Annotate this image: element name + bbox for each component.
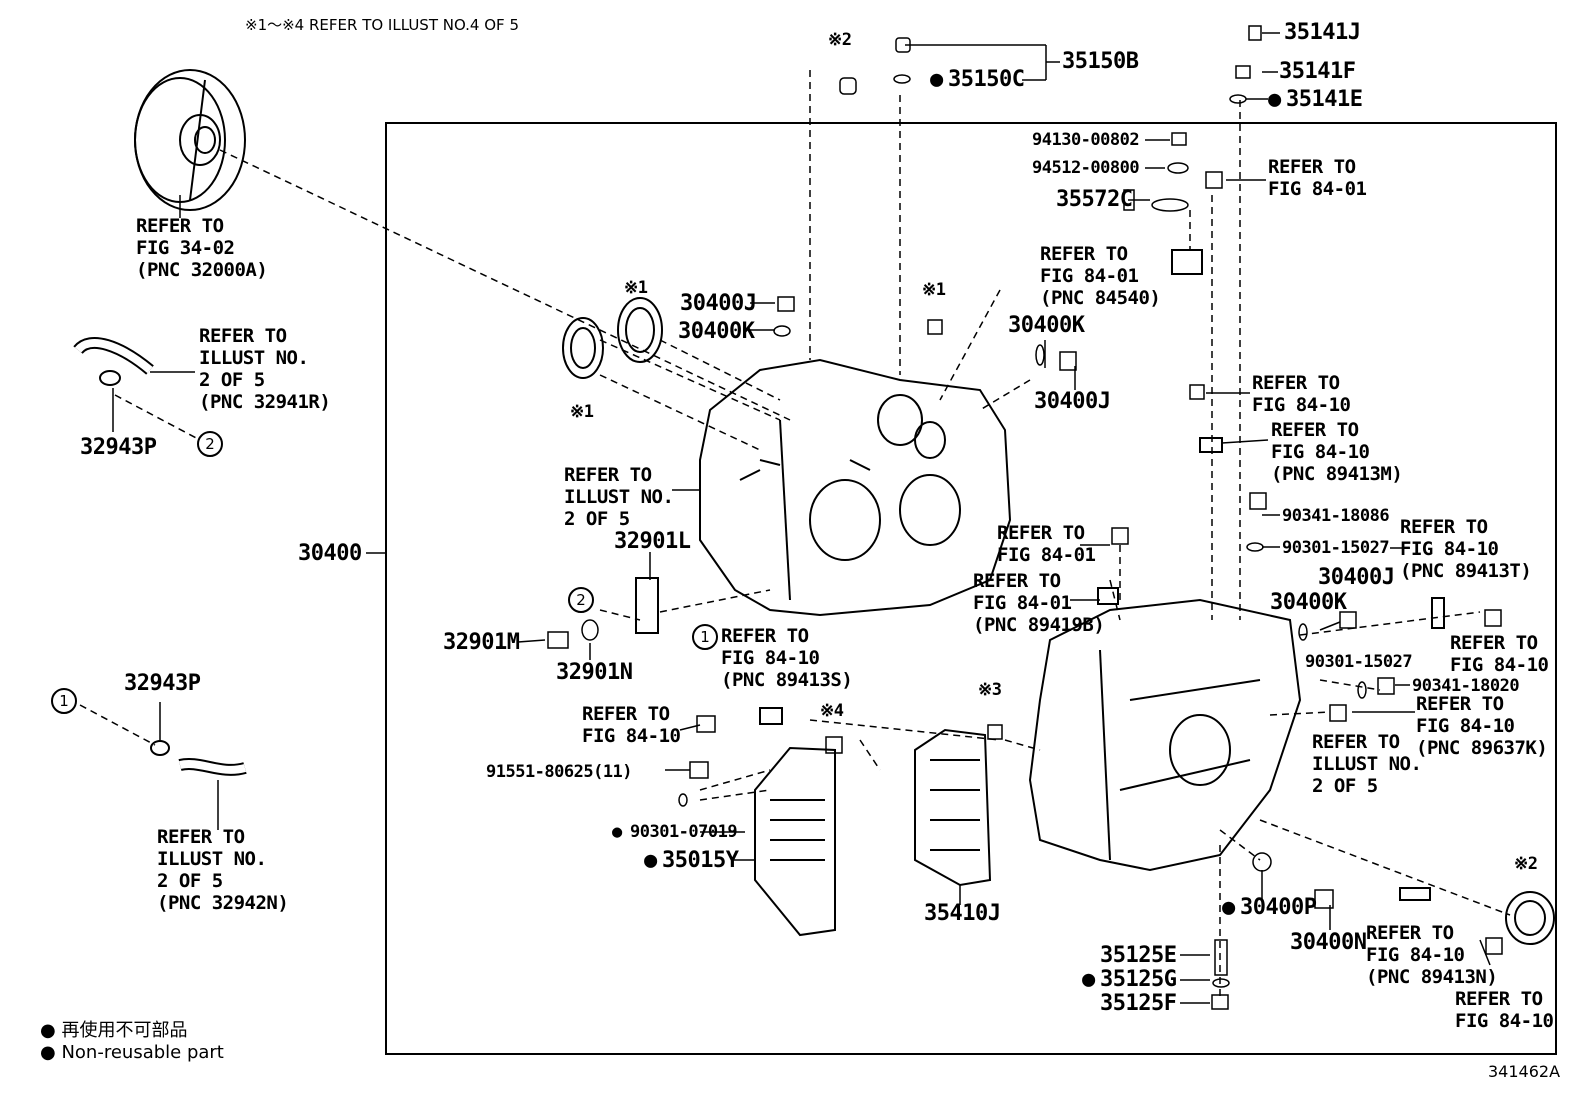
- legend-jp-text: 再使用不可部品: [61, 1020, 188, 1041]
- hose-clip-bottom: [150, 740, 170, 756]
- part-90341-18020[interactable]: 90341-18020: [1412, 676, 1520, 696]
- legend-dot-icon: ●: [40, 1042, 56, 1063]
- part-30400J-left[interactable]: 30400J: [680, 291, 757, 316]
- part-32943P-top[interactable]: 32943P: [80, 435, 157, 460]
- part-32901L[interactable]: 32901L: [614, 529, 691, 554]
- part-94512-00800[interactable]: 94512-00800: [1032, 158, 1140, 178]
- part-32901N[interactable]: 32901N: [556, 660, 633, 685]
- part-30400K-right[interactable]: 30400K: [1270, 590, 1347, 615]
- hose-clip-top: [99, 370, 121, 386]
- ref-fig-84-10-right[interactable]: REFER TO FIG 84-10: [1450, 632, 1549, 676]
- mark-3: ※3: [978, 680, 1002, 700]
- bracket-32901L: [635, 577, 659, 634]
- nonreusable-dot-90301-07019: ●: [612, 822, 622, 842]
- part-35572C[interactable]: 35572C: [1056, 187, 1133, 212]
- header-note: ※1～※4 REFER TO ILLUST NO.4 OF 5: [245, 16, 519, 34]
- part-30400P[interactable]: 30400P: [1240, 895, 1317, 920]
- part-30400J-center[interactable]: 30400J: [1034, 389, 1111, 414]
- part-91551-80625[interactable]: 91551-80625(11): [486, 762, 633, 782]
- mark-2-top: ※2: [828, 30, 852, 50]
- callout-circle-2-center: 2: [568, 587, 594, 613]
- ref-pnc-89413T[interactable]: REFER TO FIG 84-10 (PNC 89413T): [1400, 516, 1532, 582]
- mark-4: ※4: [820, 701, 844, 721]
- oil-seal-2: [617, 297, 663, 363]
- part-94130-00802[interactable]: 94130-00802: [1032, 130, 1140, 150]
- ref-pnc-89413S[interactable]: REFER TO FIG 84-10 (PNC 89413S): [721, 625, 853, 691]
- ref-hose-top[interactable]: REFER TO ILLUST NO. 2 OF 5 (PNC 32941R): [199, 325, 331, 413]
- ref-fig-84-10-a[interactable]: REFER TO FIG 84-10: [1252, 372, 1351, 416]
- nonreusable-dot-30400P: ●: [1222, 895, 1235, 920]
- assembly-frame: [385, 122, 1557, 1055]
- oil-seal-1: [562, 317, 604, 379]
- transaxle-housing-drawing: [699, 358, 1012, 617]
- ref-pnc-89419B[interactable]: REFER TO FIG 84-01 (PNC 89419B): [973, 570, 1105, 636]
- transaxle-case-drawing: [1028, 598, 1302, 872]
- mark-1-center: ※1: [922, 280, 946, 300]
- part-35125F[interactable]: 35125F: [1100, 991, 1177, 1016]
- part-90301-15027-a[interactable]: 90301-15027: [1282, 538, 1390, 558]
- callout-circle-1-left: 1: [51, 688, 77, 714]
- part-30400J-right[interactable]: 30400J: [1318, 565, 1395, 590]
- sensor-84540: [1171, 249, 1203, 275]
- ref-fig-84-10-left[interactable]: REFER TO FIG 84-10: [582, 703, 681, 747]
- ref-hose-bottom[interactable]: REFER TO ILLUST NO. 2 OF 5 (PNC 32942N): [157, 826, 289, 914]
- nonreusable-dot-35141E: ●: [1268, 87, 1281, 112]
- tcm-drawing: [754, 746, 836, 937]
- ref-fig-84-01-top[interactable]: REFER TO FIG 84-01: [1268, 156, 1367, 200]
- callout-circle-1-center: 1: [692, 624, 718, 650]
- part-35150B[interactable]: 35150B: [1062, 49, 1139, 74]
- mark-1-top: ※1: [624, 278, 648, 298]
- part-35141E[interactable]: 35141E: [1286, 87, 1363, 112]
- part-35141J[interactable]: 35141J: [1284, 20, 1361, 45]
- ref-pnc-84540[interactable]: REFER TO FIG 84-01 (PNC 84540): [1040, 243, 1161, 309]
- ref-fig-84-01-mid[interactable]: REFER TO FIG 84-01: [997, 522, 1096, 566]
- sensor-89419B: [1097, 587, 1119, 605]
- part-35125E[interactable]: 35125E: [1100, 943, 1177, 968]
- legend-jp: ● 再使用不可部品: [40, 1016, 187, 1042]
- part-35150C[interactable]: 35150C: [948, 67, 1025, 92]
- legend-en: ● Non-reusable part: [40, 1042, 224, 1063]
- ref-pnc-89413M[interactable]: REFER TO FIG 84-10 (PNC 89413M): [1271, 419, 1403, 485]
- ref-case-illust[interactable]: REFER TO ILLUST NO. 2 OF 5: [564, 464, 674, 530]
- part-35141F[interactable]: 35141F: [1279, 59, 1356, 84]
- nonreusable-dot-35015Y: ●: [644, 848, 657, 873]
- part-30400N[interactable]: 30400N: [1290, 930, 1367, 955]
- part-35015Y[interactable]: 35015Y: [662, 848, 739, 873]
- legend-dot-icon: ●: [40, 1020, 56, 1041]
- callout-circle-2-top: 2: [197, 431, 223, 457]
- ref-pnc-89413N[interactable]: REFER TO FIG 84-10 (PNC 89413N): [1366, 922, 1498, 988]
- valve-body-drawing: [914, 728, 992, 887]
- nonreusable-dot-35150C: ●: [930, 67, 943, 92]
- ref-fig-84-10-bottom[interactable]: REFER TO FIG 84-10: [1455, 988, 1554, 1032]
- sensor-89413M: [1199, 437, 1223, 453]
- ref-case-illust-right[interactable]: REFER TO ILLUST NO. 2 OF 5: [1312, 731, 1422, 797]
- legend-en-text: Non-reusable part: [61, 1042, 224, 1063]
- part-32943P-bottom[interactable]: 32943P: [124, 671, 201, 696]
- ref-torque-converter[interactable]: REFER TO FIG 34-02 (PNC 32000A): [136, 215, 268, 281]
- illustration-id: 341462A: [1488, 1062, 1561, 1081]
- part-30400K-left[interactable]: 30400K: [678, 319, 755, 344]
- sensor-89413S: [759, 707, 783, 725]
- part-32901M[interactable]: 32901M: [443, 630, 520, 655]
- sensor-89413T: [1431, 597, 1445, 629]
- part-30400K-center[interactable]: 30400K: [1008, 313, 1085, 338]
- torque-converter-drawing: [134, 69, 246, 211]
- nonreusable-dot-35125G: ●: [1082, 967, 1095, 992]
- mark-1-bottom: ※1: [570, 402, 594, 422]
- part-90301-15027-b[interactable]: 90301-15027: [1305, 652, 1413, 672]
- mark-2-bottom: ※2: [1514, 854, 1538, 874]
- sensor-89413N: [1399, 887, 1431, 901]
- part-30400[interactable]: 30400: [298, 541, 362, 566]
- part-90341-18086[interactable]: 90341-18086: [1282, 506, 1390, 526]
- part-90301-07019[interactable]: 90301-07019: [630, 822, 738, 842]
- part-35125G[interactable]: 35125G: [1100, 967, 1177, 992]
- oil-seal-3: [1505, 891, 1555, 945]
- part-35410J[interactable]: 35410J: [924, 901, 1001, 926]
- ref-pnc-89637K[interactable]: REFER TO FIG 84-10 (PNC 89637K): [1416, 693, 1548, 759]
